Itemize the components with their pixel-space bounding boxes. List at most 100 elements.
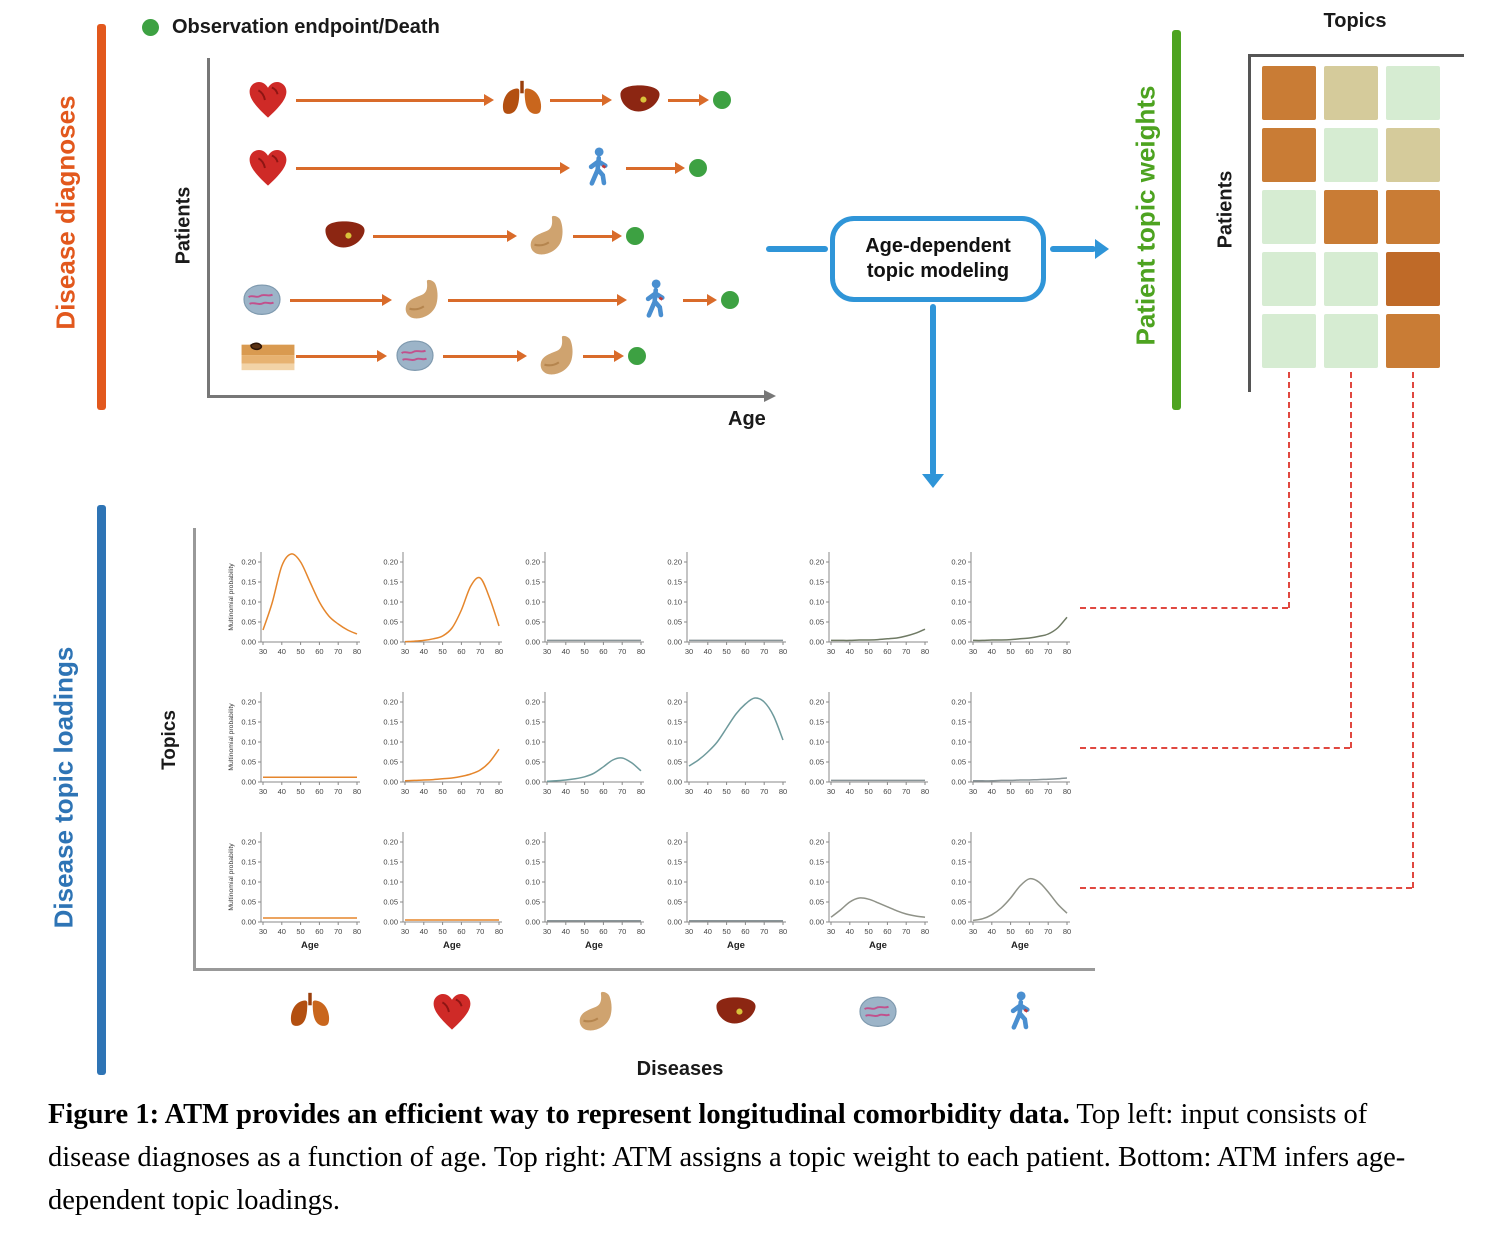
liver-icon — [617, 77, 663, 123]
svg-text:30: 30 — [685, 927, 693, 936]
svg-text:80: 80 — [353, 647, 361, 656]
svg-text:0.05: 0.05 — [525, 758, 540, 767]
svg-text:30: 30 — [543, 927, 551, 936]
svg-text:0.00: 0.00 — [667, 638, 682, 647]
svg-text:50: 50 — [296, 927, 304, 936]
svg-text:0.10: 0.10 — [951, 598, 966, 607]
svg-text:Multinomial probability: Multinomial probability — [228, 843, 235, 911]
svg-text:0.15: 0.15 — [383, 578, 398, 587]
patient-topic-weights-label: Patient topic weights — [1130, 85, 1161, 346]
svg-text:40: 40 — [420, 647, 428, 656]
loadings-topics-label: Topics — [159, 710, 180, 770]
svg-text:50: 50 — [1006, 647, 1014, 656]
heatmap-cell-r1-c3 — [1386, 66, 1440, 120]
svg-text:0.05: 0.05 — [383, 898, 398, 907]
svg-text:0.20: 0.20 — [241, 698, 256, 707]
svg-text:30: 30 — [969, 647, 977, 656]
svg-text:0.15: 0.15 — [241, 578, 256, 587]
svg-text:0.15: 0.15 — [667, 858, 682, 867]
svg-text:Age: Age — [869, 940, 887, 951]
svg-text:0.05: 0.05 — [383, 758, 398, 767]
svg-text:0.10: 0.10 — [951, 878, 966, 887]
svg-text:0.00: 0.00 — [525, 638, 540, 647]
diagnosis-arrow — [443, 349, 527, 362]
svg-text:50: 50 — [438, 647, 446, 656]
diagnosis-arrow — [573, 229, 622, 242]
svg-text:80: 80 — [1063, 927, 1071, 936]
svg-text:60: 60 — [599, 647, 607, 656]
svg-text:60: 60 — [315, 647, 323, 656]
svg-text:40: 40 — [420, 787, 428, 796]
heatmap-cell-r4-c2 — [1324, 252, 1378, 306]
svg-text:40: 40 — [562, 787, 570, 796]
svg-text:80: 80 — [495, 927, 503, 936]
svg-text:0.20: 0.20 — [383, 558, 398, 567]
svg-text:0.05: 0.05 — [241, 758, 256, 767]
svg-text:80: 80 — [1063, 647, 1071, 656]
svg-text:0.00: 0.00 — [525, 778, 540, 787]
svg-text:0.00: 0.00 — [951, 918, 966, 927]
svg-text:0.20: 0.20 — [525, 838, 540, 847]
liver-icon — [713, 989, 759, 1035]
svg-text:0.10: 0.10 — [383, 598, 398, 607]
svg-text:0.05: 0.05 — [809, 898, 824, 907]
svg-text:80: 80 — [353, 787, 361, 796]
svg-text:0.00: 0.00 — [667, 778, 682, 787]
svg-text:0.20: 0.20 — [241, 558, 256, 567]
svg-text:60: 60 — [315, 787, 323, 796]
svg-text:0.00: 0.00 — [383, 778, 398, 787]
svg-text:Multinomial probability: Multinomial probability — [228, 703, 235, 771]
svg-text:0.10: 0.10 — [241, 878, 256, 887]
svg-text:80: 80 — [921, 787, 929, 796]
svg-text:50: 50 — [580, 787, 588, 796]
svg-text:70: 70 — [476, 787, 484, 796]
svg-text:40: 40 — [846, 787, 854, 796]
svg-text:30: 30 — [827, 787, 835, 796]
stomach-icon — [532, 333, 578, 379]
heatmap-cell-r2-c3 — [1386, 128, 1440, 182]
svg-text:60: 60 — [883, 927, 891, 936]
svg-text:0.20: 0.20 — [525, 558, 540, 567]
svg-text:30: 30 — [827, 647, 835, 656]
svg-text:0.20: 0.20 — [667, 558, 682, 567]
svg-text:80: 80 — [779, 647, 787, 656]
svg-text:0.15: 0.15 — [383, 718, 398, 727]
svg-text:40: 40 — [278, 787, 286, 796]
svg-text:0.05: 0.05 — [241, 618, 256, 627]
lung-icon — [287, 989, 333, 1035]
svg-text:0.05: 0.05 — [809, 758, 824, 767]
svg-text:50: 50 — [722, 647, 730, 656]
svg-text:0.05: 0.05 — [525, 898, 540, 907]
svg-text:30: 30 — [685, 787, 693, 796]
svg-text:50: 50 — [296, 787, 304, 796]
heatmap-cell-r3-c3 — [1386, 190, 1440, 244]
svg-text:40: 40 — [846, 647, 854, 656]
svg-text:0.20: 0.20 — [951, 558, 966, 567]
endpoint-dot-icon — [689, 159, 707, 177]
svg-text:0.15: 0.15 — [951, 578, 966, 587]
svg-text:0.20: 0.20 — [951, 698, 966, 707]
patient-timelines — [210, 58, 770, 396]
svg-text:40: 40 — [988, 927, 996, 936]
diagnosis-arrow — [668, 93, 709, 106]
svg-text:0.00: 0.00 — [809, 918, 824, 927]
svg-text:0.00: 0.00 — [383, 918, 398, 927]
svg-text:0.15: 0.15 — [383, 858, 398, 867]
svg-text:0.05: 0.05 — [951, 758, 966, 767]
diagnosis-arrow — [550, 93, 612, 106]
svg-text:Age: Age — [727, 940, 745, 951]
svg-text:70: 70 — [476, 647, 484, 656]
diagnosis-arrow — [296, 93, 494, 106]
person-icon — [632, 277, 678, 323]
stomach-icon — [397, 277, 443, 323]
